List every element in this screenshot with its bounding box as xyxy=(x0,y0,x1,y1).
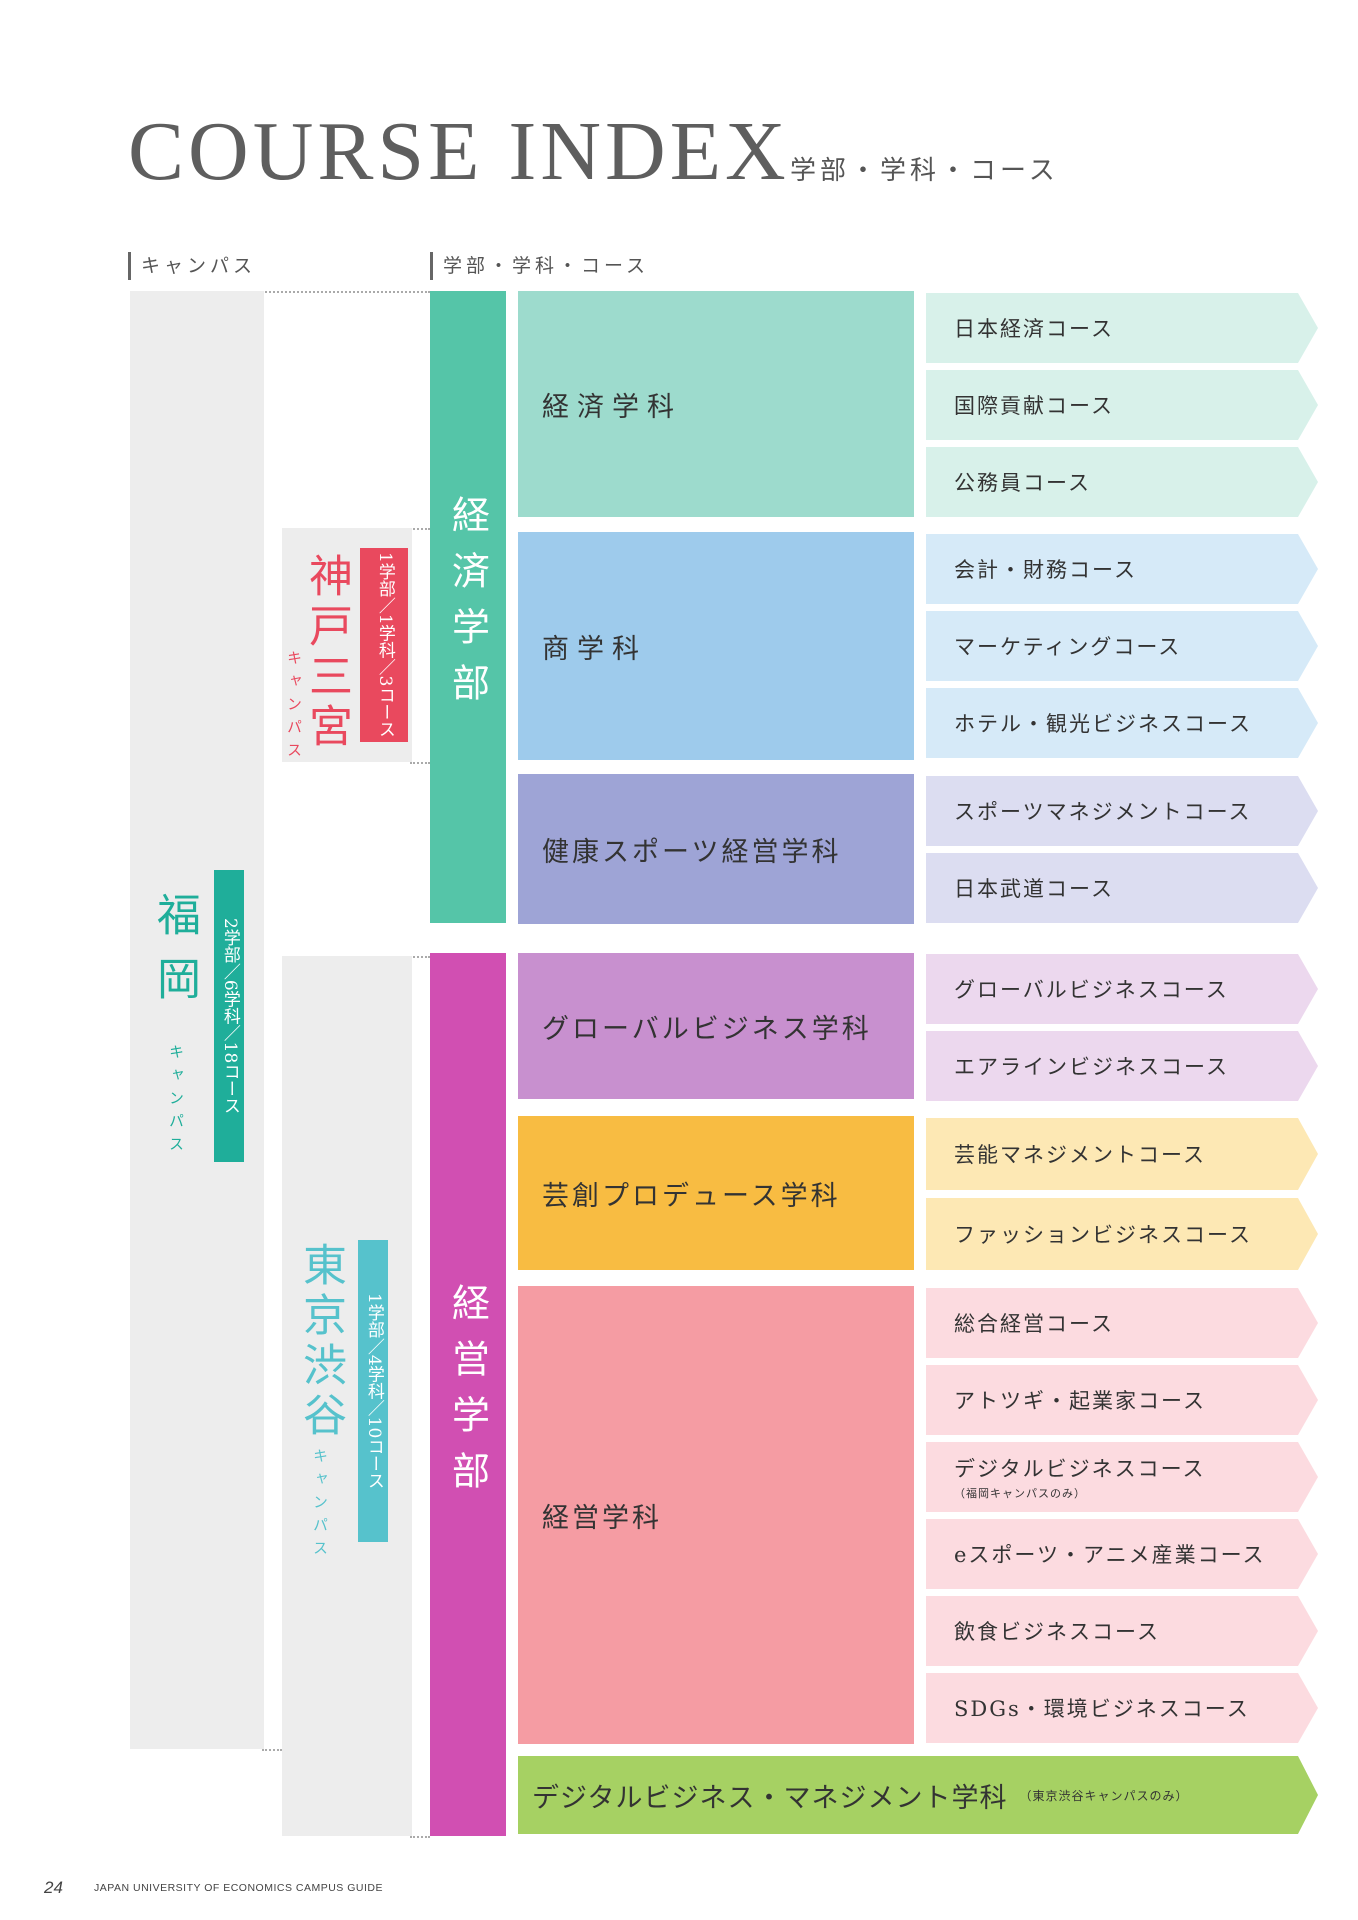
course-digital-business-note: （福岡キャンパスのみ） xyxy=(954,1487,1086,1500)
connector-line xyxy=(410,1836,430,1838)
tokyo-campus-name: 東京渋谷 xyxy=(295,1242,346,1442)
kobe-campus-name: 神戸三宮 xyxy=(301,553,352,753)
course-esports-anime-industry[interactable]: eスポーツ・アニメ産業コース xyxy=(926,1519,1318,1589)
connector-line xyxy=(410,956,430,958)
footer-publication-title: JAPAN UNIVERSITY OF ECONOMICS CAMPUS GUI… xyxy=(94,1882,383,1894)
course-entertainment-management[interactable]: 芸能マネジメントコース xyxy=(926,1118,1318,1190)
tokyo-campus-badge: 1学部／4学科／10コース xyxy=(358,1240,388,1542)
course-marketing[interactable]: マーケティングコース xyxy=(926,611,1318,681)
course-digital-business[interactable]: デジタルビジネスコース （福岡キャンパスのみ） xyxy=(926,1442,1318,1512)
dept-health-sports-management[interactable]: 健康スポーツ経営学科 xyxy=(518,774,914,924)
fukuoka-campus-badge: 2学部／6学科／18コース xyxy=(214,870,244,1162)
dept-digital-business-management[interactable]: デジタルビジネス・マネジメント学科 （東京渋谷キャンパスのみ） xyxy=(518,1756,1318,1834)
campus-column-header: キャンパス xyxy=(128,252,256,280)
course-successor-entrepreneur[interactable]: アトツギ・起業家コース xyxy=(926,1365,1318,1435)
page-title: COURSE INDEX xyxy=(128,105,790,198)
course-food-business[interactable]: 飲食ビジネスコース xyxy=(926,1596,1318,1666)
course-civil-service[interactable]: 公務員コース xyxy=(926,447,1318,517)
dept-management[interactable]: 経営学科 xyxy=(518,1286,914,1744)
course-global-business[interactable]: グローバルビジネスコース xyxy=(926,954,1318,1024)
course-sdgs-environmental-business[interactable]: SDGs・環境ビジネスコース xyxy=(926,1673,1318,1743)
dept-global-business[interactable]: グローバルビジネス学科 xyxy=(518,953,914,1099)
kobe-campus-suffix: キャンパス xyxy=(285,650,303,765)
course-international-contribution[interactable]: 国際貢献コース xyxy=(926,370,1318,440)
connector-line xyxy=(410,528,430,530)
connector-line xyxy=(410,762,430,764)
dept-digital-business-management-note: （東京渋谷キャンパスのみ） xyxy=(1019,1788,1189,1803)
course-airline-business[interactable]: エアラインビジネスコース xyxy=(926,1031,1318,1101)
tokyo-campus-panel xyxy=(282,956,412,1836)
dept-economics[interactable]: 経済学科 xyxy=(518,291,914,517)
dept-art-produce[interactable]: 芸創プロデュース学科 xyxy=(518,1116,914,1270)
page-number: 24 xyxy=(44,1878,63,1897)
faculty-management[interactable]: 経営学部 xyxy=(430,953,506,1836)
connector-line xyxy=(262,291,430,293)
course-fashion-business[interactable]: ファッションビジネスコース xyxy=(926,1198,1318,1270)
page-subtitle: 学部・学科・コース xyxy=(790,156,1059,186)
fukuoka-campus-suffix: キャンパス xyxy=(167,1044,185,1159)
course-general-management[interactable]: 総合経営コース xyxy=(926,1288,1318,1358)
connector-line xyxy=(262,1749,282,1751)
tokyo-campus-suffix: キャンパス xyxy=(311,1448,329,1563)
fukuoka-campus-name: 福岡 xyxy=(149,892,200,1020)
course-digital-business-label: デジタルビジネスコース xyxy=(954,1457,1206,1481)
dept-commerce[interactable]: 商学科 xyxy=(518,532,914,760)
course-sports-management[interactable]: スポーツマネジメントコース xyxy=(926,776,1318,846)
kobe-campus-badge: 1学部／1学科／3コース xyxy=(360,548,408,742)
course-japanese-budo[interactable]: 日本武道コース xyxy=(926,853,1318,923)
course-japanese-economy[interactable]: 日本経済コース xyxy=(926,293,1318,363)
course-accounting-finance[interactable]: 会計・財務コース xyxy=(926,534,1318,604)
course-hotel-tourism-business[interactable]: ホテル・観光ビジネスコース xyxy=(926,688,1318,758)
faculty-economics[interactable]: 経済学部 xyxy=(430,291,506,923)
dept-digital-business-management-label: デジタルビジネス・マネジメント学科 xyxy=(532,1782,1008,1814)
faculty-column-header: 学部・学科・コース xyxy=(430,252,649,280)
